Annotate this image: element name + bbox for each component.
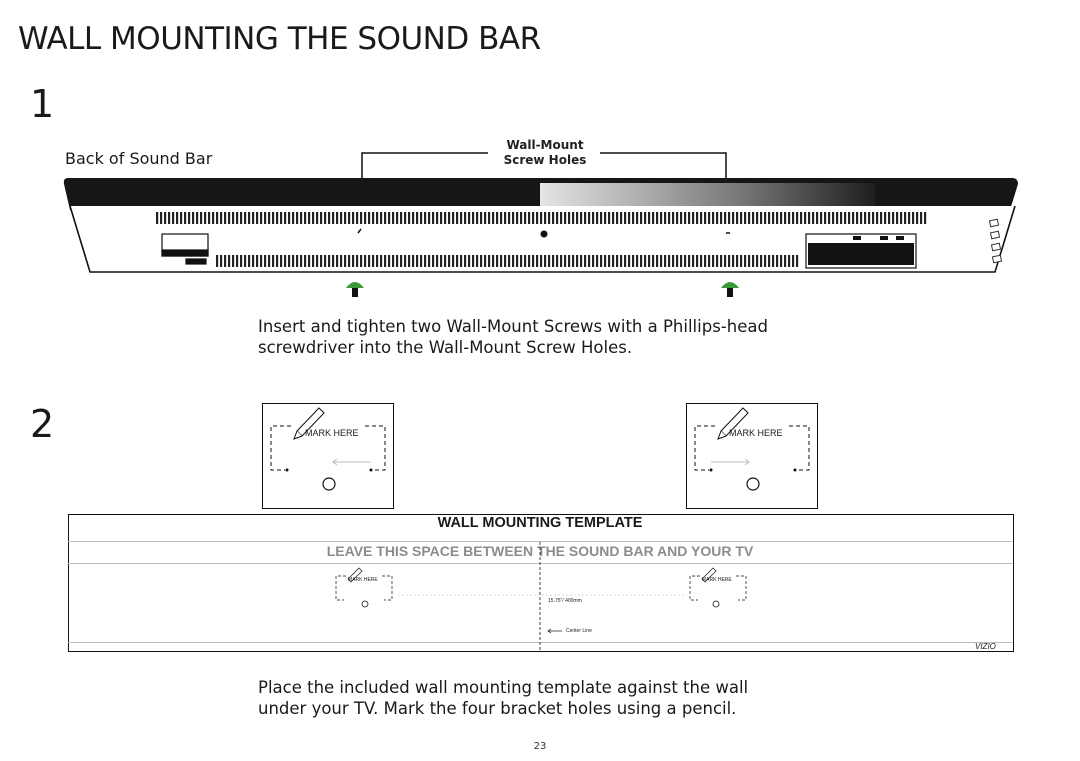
wall-mounting-template <box>68 514 1014 652</box>
pencil-icon <box>717 407 749 440</box>
wall-mount-label-line1: Wall-Mount <box>506 138 584 152</box>
template-mark-here-left: MARK HERE <box>348 577 378 583</box>
wall-mount-screw-right <box>721 282 739 297</box>
pencil-icon <box>347 567 717 583</box>
step-1-number: 1 <box>30 82 55 126</box>
template-mark-here-right: MARK HERE <box>702 577 732 583</box>
mark-zoom-diagram-left <box>270 407 386 491</box>
vent-row-bottom <box>216 255 800 267</box>
mark-zoom-box-right: MARK HERE <box>686 403 818 509</box>
step-1-instruction-line2: screwdriver into the Wall-Mount Screw Ho… <box>258 338 633 357</box>
mark-zoom-box-left: MARK HERE <box>262 403 394 509</box>
mark-here-label-left: MARK HERE <box>305 428 359 438</box>
screw-hole-callout <box>361 152 727 182</box>
step-2-number: 2 <box>30 402 55 446</box>
template-center-line-label: Center Line <box>566 628 592 634</box>
mark-here-label-right: MARK HERE <box>729 428 783 438</box>
template-heading: WALL MOUNTING TEMPLATE <box>437 515 643 531</box>
template-distance: 15.75"/ 400mm <box>548 598 582 604</box>
vent-row-top <box>155 212 927 224</box>
side-buttons <box>988 218 1003 264</box>
pencil-icon <box>293 407 325 440</box>
template-subheading: LEAVE THIS SPACE BETWEEN THE SOUND BAR A… <box>326 543 754 559</box>
back-of-sound-bar-label: Back of Sound Bar <box>65 149 213 168</box>
screw-hole-left <box>357 228 362 234</box>
sound-bar-gradient-panel <box>540 183 875 207</box>
template-divider-top <box>68 541 1012 542</box>
center-hole <box>540 230 548 238</box>
sound-bar-illustration <box>63 152 1019 297</box>
page-number: 23 <box>533 741 547 752</box>
page-title: WALL MOUNTING THE SOUND BAR <box>18 21 541 57</box>
template-brand-logo: VIZIO <box>975 642 996 651</box>
step-2-instruction: Place the included wall mounting templat… <box>258 677 748 719</box>
template-diagram <box>335 542 747 650</box>
wall-mount-label: Wall-Mount Screw Holes <box>480 138 610 168</box>
mark-zoom-diagram-right <box>694 407 810 491</box>
right-port-panel <box>805 233 917 269</box>
wall-mount-label-line2: Screw Holes <box>503 153 587 167</box>
step-1-instruction-line1: Insert and tighten two Wall-Mount Screws… <box>258 317 768 336</box>
left-port <box>161 233 209 265</box>
step-2-instruction-line2: under your TV. Mark the four bracket hol… <box>258 699 737 718</box>
wall-mount-screw-left <box>346 282 364 297</box>
step-1-instruction: Insert and tighten two Wall-Mount Screws… <box>258 316 768 358</box>
step-2-instruction-line1: Place the included wall mounting templat… <box>258 678 749 697</box>
